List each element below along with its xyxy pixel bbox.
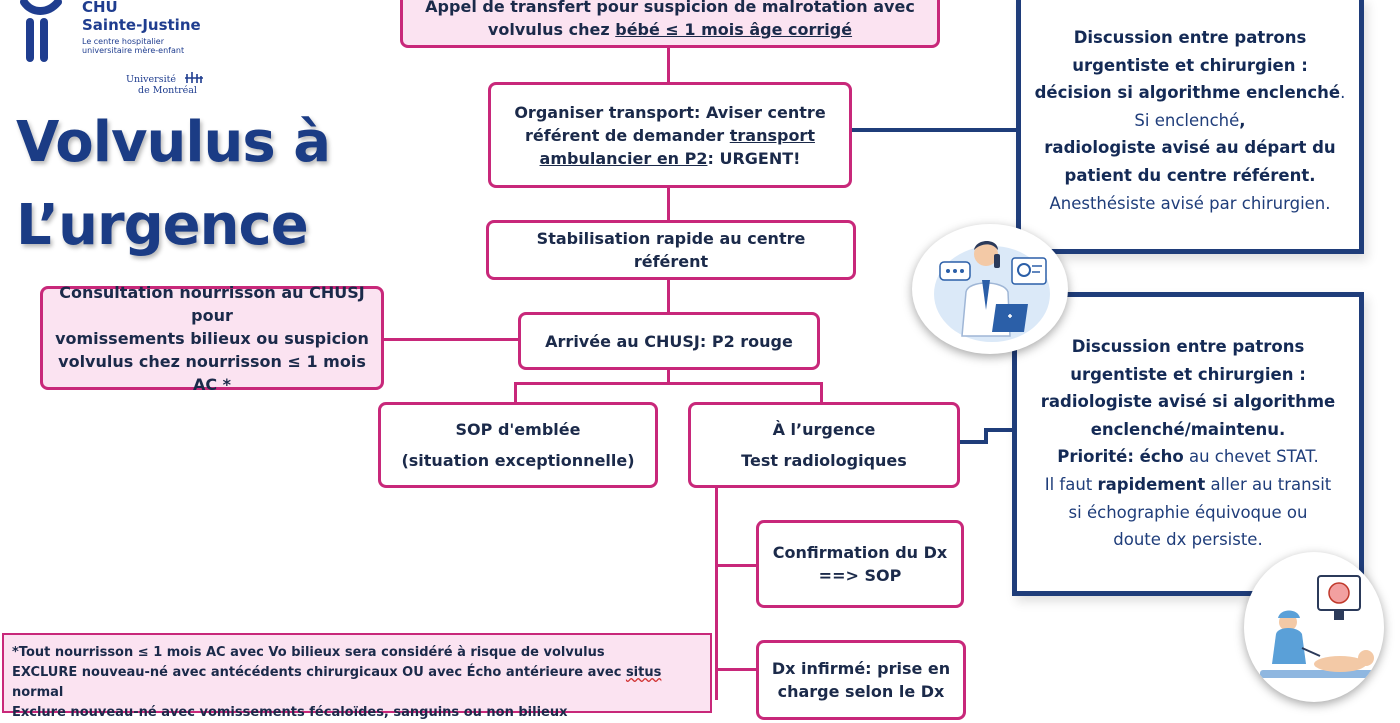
connector [820,382,823,404]
title-line2: L’urgence [16,193,309,258]
connector [667,368,670,384]
udem-logo-icon [185,72,203,83]
blue-connector [960,440,986,444]
box-stabilisation: Stabilisation rapide au centre référent [486,220,856,280]
box-transfer-call: Appel de transfert pour suspicion de mal… [400,0,940,48]
connector [514,382,517,404]
connector [667,46,670,84]
side-panel-transfer: Discussion entre patrons urgentiste et c… [1016,0,1364,254]
footnote: *Tout nourrisson ≤ 1 mois AC avec Vo bil… [2,633,712,720]
connector [715,668,759,671]
doctor-phone-icon [912,224,1068,354]
blue-connector [984,428,988,444]
chu-logo-icon [20,0,62,62]
box-consultation: Consultation nourrisson au CHUSJ pour vo… [40,283,384,394]
title-line1: Volvulus à [16,110,331,175]
box-urgence: À l’urgence Test radiologiques [688,402,960,488]
connector [715,564,759,567]
logo-sub1: Le centre hospitalier [82,37,165,46]
side-panel-urgence: Discussion entre patrons urgentiste et c… [1012,292,1364,596]
connector [715,486,718,700]
box-sop: SOP d'emblée (situation exceptionnelle) [378,402,658,488]
logo-univ2: de Montréal [138,85,197,96]
box-transport: Organiser transport: Aviser centre référ… [488,82,852,188]
box-dx-infirme: Dx infirmé: prise en charge selon le Dx [756,640,966,720]
box-confirmation: Confirmation du Dx ==> SOP [756,520,964,608]
blue-connector [850,128,1018,132]
connector [514,382,822,385]
logo-univ1: Université [126,74,177,85]
logo-chu: CHU [82,0,118,16]
logo-sub2: universitaire mère-enfant [82,46,185,55]
box-arrivee: Arrivée au CHUSJ: P2 rouge [518,312,820,370]
logo-sainte-justine: Sainte-Justine [82,16,201,34]
radiology-exam-icon [1244,552,1384,702]
connector [667,186,670,222]
connector [382,338,520,341]
connector [667,278,670,314]
logo: CHU Sainte-Justine Le centre hospitalier… [18,0,218,100]
blue-connector [984,428,1018,432]
